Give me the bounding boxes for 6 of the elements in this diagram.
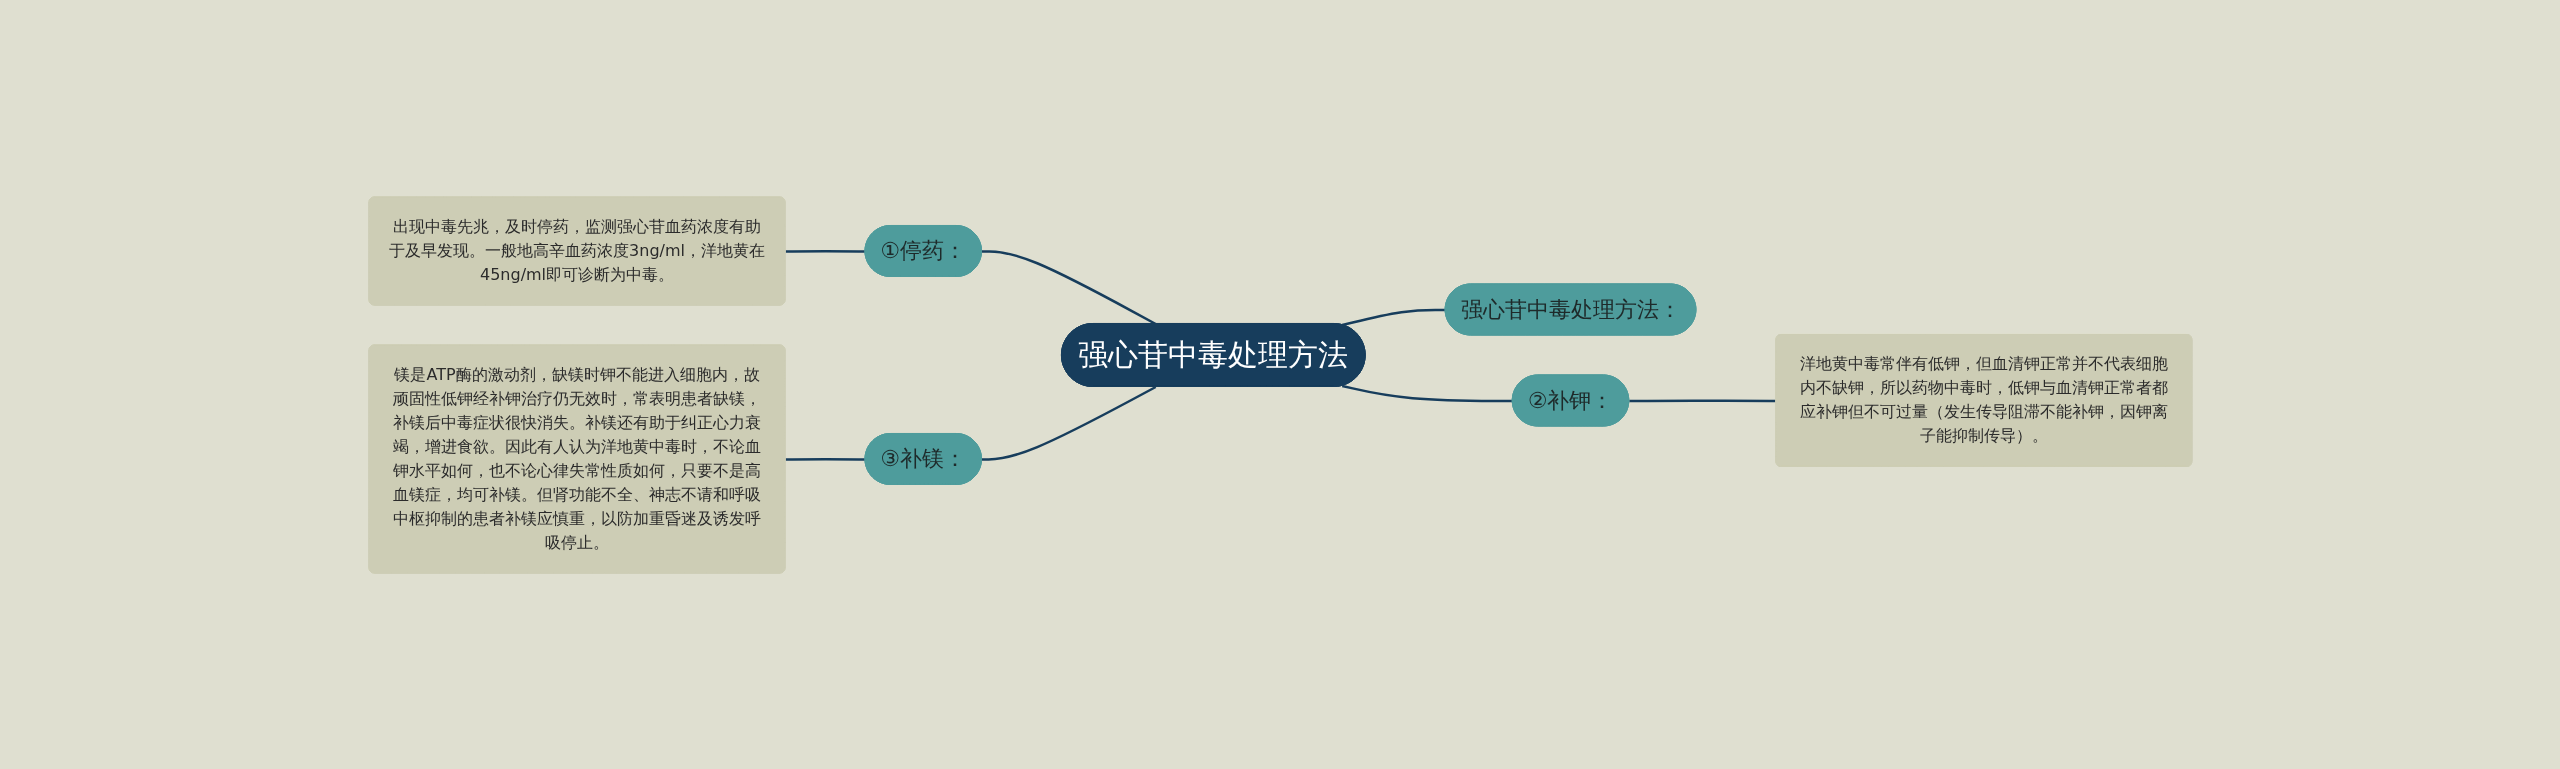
connector <box>981 385 1156 461</box>
connector <box>1341 308 1446 326</box>
connector <box>785 249 866 253</box>
connector <box>785 457 866 461</box>
connector <box>1341 384 1513 402</box>
connector <box>1628 398 1776 402</box>
